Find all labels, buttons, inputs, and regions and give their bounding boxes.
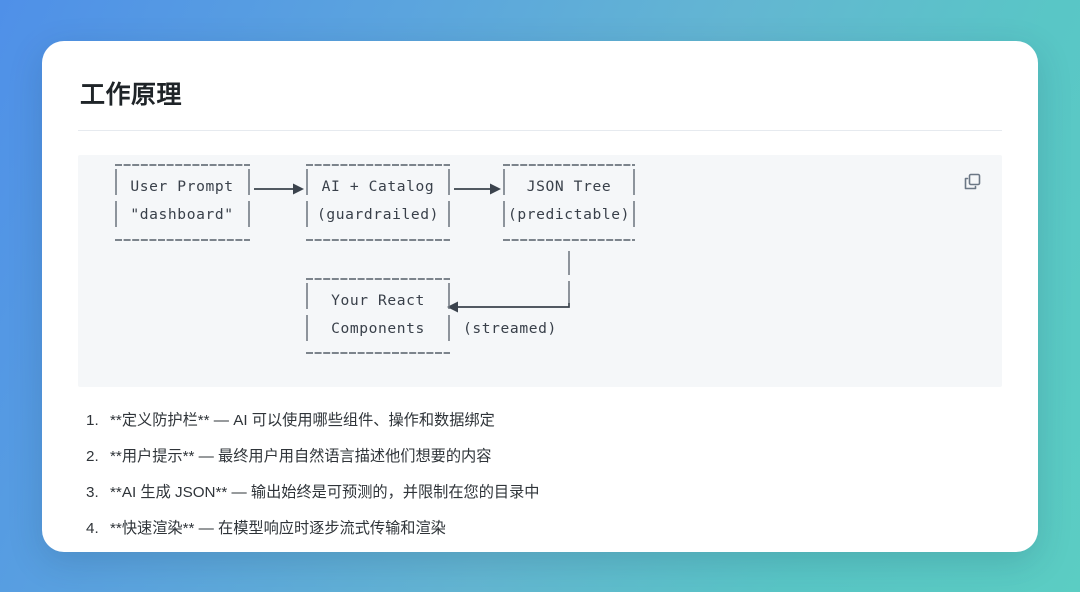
node-json-tree-line1: JSON Tree	[527, 178, 611, 195]
edge-json-tree-to-react-components	[447, 250, 570, 312]
info-card: 工作原理 User Prompt "dashboard"	[42, 40, 1038, 552]
node-react-components-line1: Your React	[331, 292, 425, 309]
step-number: 4.	[86, 519, 99, 537]
step-text: **AI 生成 JSON** — 输出始终是可预测的，并限制在您的目录中	[110, 483, 540, 501]
step-text: **定义防护栏** — AI 可以使用哪些组件、操作和数据绑定	[110, 411, 495, 429]
step-number: 2.	[86, 447, 99, 465]
copy-icon[interactable]	[963, 172, 982, 191]
node-react-components-line2: Components	[331, 320, 425, 337]
step-text: **快速渲染** — 在模型响应时逐步流式传输和渲染	[110, 519, 446, 537]
step-text: **用户提示** — 最终用户用自然语言描述他们想要的内容	[110, 447, 492, 465]
edge-label-streamed: (streamed)	[463, 320, 557, 337]
list-item: 4. **快速渲染** — 在模型响应时逐步流式传输和渲染	[86, 517, 1002, 541]
node-json-tree: JSON Tree (predictable)	[503, 163, 635, 241]
title-divider	[78, 129, 1002, 131]
list-item: 1. **定义防护栏** — AI 可以使用哪些组件、操作和数据绑定	[86, 409, 1002, 433]
node-user-prompt-line2: "dashboard"	[130, 206, 233, 223]
diagram-code-block: User Prompt "dashboard" AI + Catalog (gu…	[78, 154, 1002, 387]
step-number: 1.	[86, 411, 99, 429]
node-ai-catalog: AI + Catalog (guardrailed)	[306, 163, 450, 241]
node-json-tree-line2: (predictable)	[508, 206, 630, 223]
node-user-prompt: User Prompt "dashboard"	[115, 163, 250, 241]
list-item: 3. **AI 生成 JSON** — 输出始终是可预测的，并限制在您的目录中	[86, 481, 1002, 505]
step-number: 3.	[86, 483, 99, 501]
edge-ai-catalog-to-json-tree	[454, 183, 501, 194]
node-ai-catalog-line1: AI + Catalog	[322, 178, 435, 195]
node-ai-catalog-line2: (guardrailed)	[317, 206, 439, 223]
edge-user-prompt-to-ai-catalog	[254, 183, 304, 194]
node-react-components: Your React Components	[306, 277, 450, 354]
steps-list: 1. **定义防护栏** — AI 可以使用哪些组件、操作和数据绑定 2. **…	[78, 409, 1002, 541]
ascii-flow-diagram: User Prompt "dashboard" AI + Catalog (gu…	[115, 163, 635, 354]
node-user-prompt-line1: User Prompt	[130, 178, 233, 195]
list-item: 2. **用户提示** — 最终用户用自然语言描述他们想要的内容	[86, 445, 1002, 469]
page-title: 工作原理	[80, 80, 183, 109]
